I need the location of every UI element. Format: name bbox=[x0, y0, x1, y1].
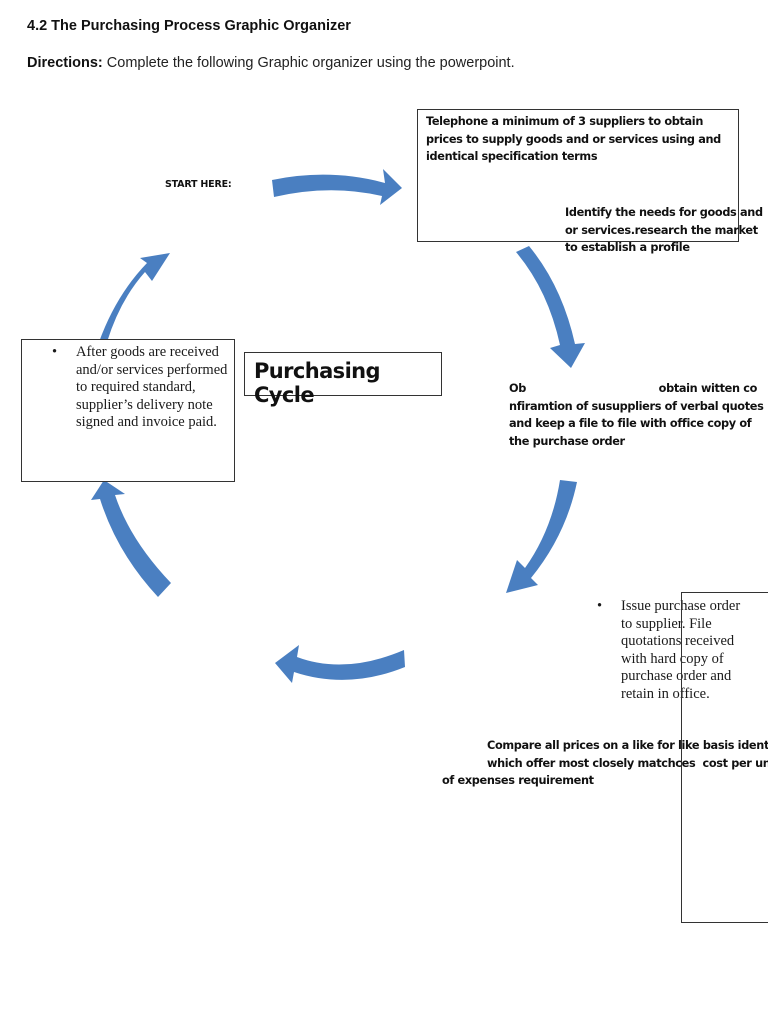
step-box-telephone bbox=[417, 109, 739, 242]
step-text-telephone: Telephone a minimum of 3 suppliers to ob… bbox=[426, 115, 721, 163]
after-goods-body: After goods are received and/or services… bbox=[76, 344, 228, 431]
arrow-right-lower-icon bbox=[506, 480, 577, 593]
compare-line-3: of expenses requirement bbox=[442, 774, 594, 787]
arrow-left-upper-icon bbox=[99, 253, 170, 342]
obtain-text-b: obtain witten co bbox=[658, 382, 758, 395]
compare-line-1: Compare all prices on a like for like ba… bbox=[487, 739, 768, 752]
obtain-text-a: Ob bbox=[509, 382, 526, 395]
arrow-right-upper-icon bbox=[516, 246, 585, 368]
arrow-left-lower-icon bbox=[91, 480, 171, 597]
arrow-top-icon bbox=[272, 169, 402, 205]
page-title: 4.2 The Purchasing Process Graphic Organ… bbox=[27, 18, 351, 34]
step-text-compare: Compare all prices on a like for like ba… bbox=[442, 737, 768, 790]
step-text-after-goods: • After goods are received and/or servic… bbox=[52, 344, 230, 432]
center-label: Purchasing Cycle bbox=[254, 359, 381, 407]
bullet-icon: • bbox=[52, 344, 58, 360]
start-here-label: START HERE: bbox=[165, 179, 232, 190]
bullet-icon: • bbox=[597, 598, 603, 614]
directions: Directions: Complete the following Graph… bbox=[27, 55, 515, 71]
step-text-identify: Identify the needs for goods and or serv… bbox=[565, 206, 763, 254]
step-text-issue-order: • Issue purchase order to supplier. File… bbox=[597, 598, 767, 704]
step-box-issue-order bbox=[681, 592, 768, 923]
center-label-box: Purchasing Cycle bbox=[244, 352, 442, 407]
compare-line-2: which offer most closely matchces cost p… bbox=[487, 756, 768, 770]
arrow-bottom-icon bbox=[275, 645, 405, 683]
directions-text: Complete the following Graphic organizer… bbox=[102, 55, 515, 71]
step-text-obtain-written: Ob obtain witten co nfiramtion of susupp… bbox=[509, 380, 767, 450]
step-box-after-goods bbox=[21, 339, 235, 482]
obtain-text-c: nfiramtion of susuppliers of verbal quot… bbox=[509, 399, 764, 448]
directions-label: Directions: bbox=[27, 55, 103, 71]
issue-order-body: Issue purchase order to supplier. File q… bbox=[621, 598, 741, 702]
